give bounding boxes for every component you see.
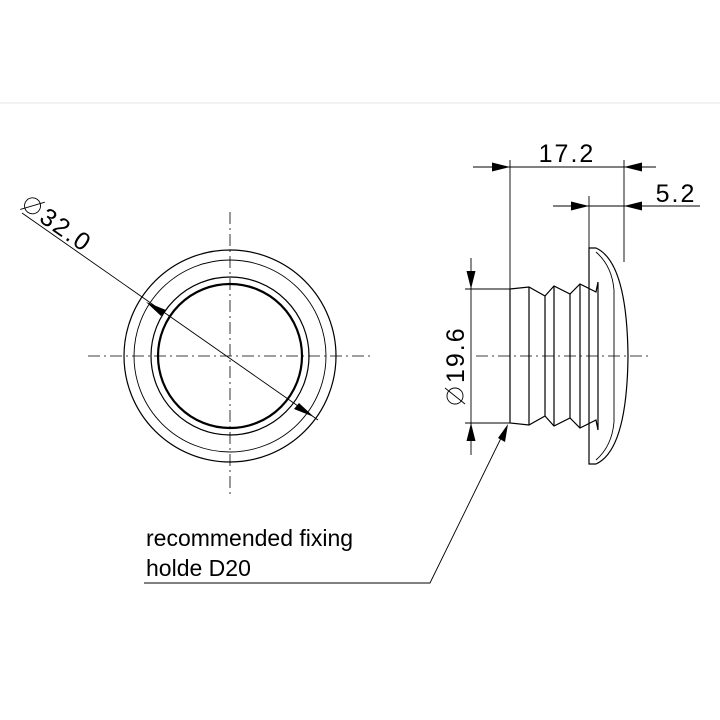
diameter-symbol-icon bbox=[446, 387, 464, 405]
side-view: 17.2 5.2 19.6 bbox=[144, 140, 700, 584]
diameter-symbol-icon bbox=[24, 197, 41, 215]
front-view-outer-circle bbox=[123, 249, 337, 463]
note-line-1: recommended fixing bbox=[146, 525, 353, 551]
note-leader-line bbox=[144, 429, 506, 584]
front-view-inner-circle bbox=[156, 282, 304, 430]
front-view: 32.0 bbox=[20, 197, 372, 498]
dim-5-2-value: 5.2 bbox=[656, 180, 697, 208]
note-line-2: holde D20 bbox=[146, 555, 251, 581]
diameter-32-label: 32.0 bbox=[20, 197, 97, 258]
diameter-32-arrow-upper bbox=[146, 302, 166, 316]
diameter-32-arrow-lower bbox=[294, 403, 314, 417]
side-view-head-outline bbox=[588, 247, 629, 465]
diameter-32-value: 32.0 bbox=[35, 203, 97, 258]
dim-19-6-value: 19.6 bbox=[442, 326, 470, 383]
dim-5-2-arrow-right bbox=[624, 201, 642, 211]
diameter-symbol-slash bbox=[444, 387, 466, 405]
note-leader-arrow bbox=[498, 424, 508, 442]
dim-19-6-label: 19.6 bbox=[442, 326, 470, 405]
diameter-32-leader-line bbox=[21, 212, 319, 421]
front-view-step-circle bbox=[150, 276, 310, 436]
dim-19-6-arrow-bottom bbox=[466, 423, 476, 441]
dim-17-2-arrow-right bbox=[624, 162, 642, 172]
dim-5-2-arrow-left bbox=[571, 201, 589, 211]
dim-19-6-arrow-top bbox=[466, 271, 476, 289]
side-view-shank-outline bbox=[509, 281, 599, 431]
side-view-head-inner-edge bbox=[595, 251, 615, 461]
diameter-symbol-slash bbox=[20, 201, 45, 210]
dim-17-2-arrow-left bbox=[492, 162, 510, 172]
dim-17-2-value: 17.2 bbox=[539, 140, 596, 168]
front-view-rim-circle bbox=[133, 259, 327, 453]
